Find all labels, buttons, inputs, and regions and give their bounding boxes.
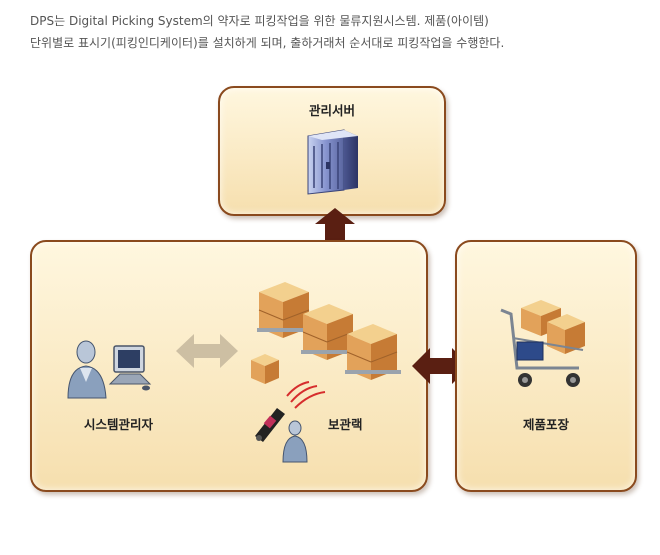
packing-node: 제품포장 (455, 240, 637, 492)
operation-area: 시스템관리자 (30, 240, 428, 492)
bidirectional-arrow-light (176, 334, 238, 368)
intro-line-2: 단위별로 표시기(피킹인디케이터)를 설치하게 되며, 출하거래처 순서대로 피… (30, 36, 505, 50)
box-rack-icon (251, 282, 401, 384)
intro-line-1: DPS는 Digital Picking System의 약자로 피킹작업을 위… (30, 14, 489, 28)
rack-label: 보관랙 (328, 417, 363, 432)
cart-icon (500, 300, 585, 387)
loose-boxes (251, 354, 279, 384)
arrow-up-to-server (315, 208, 355, 242)
box-stack-1 (257, 282, 313, 338)
box-stack-3 (345, 324, 401, 380)
intro-text: DPS는 Digital Picking System의 약자로 피킹작업을 위… (30, 10, 640, 54)
packing-label: 제품포장 (522, 417, 569, 432)
box-stack-2 (301, 304, 357, 360)
server-icon (307, 129, 358, 195)
worker-icon (282, 420, 308, 463)
admin-label: 시스템관리자 (84, 417, 154, 432)
cart-boxes (521, 300, 585, 354)
computer-user-icon (67, 340, 152, 399)
server-label: 관리서버 (308, 103, 355, 118)
handheld-scanner-icon (255, 381, 326, 442)
server-node: 관리서버 (218, 86, 446, 216)
